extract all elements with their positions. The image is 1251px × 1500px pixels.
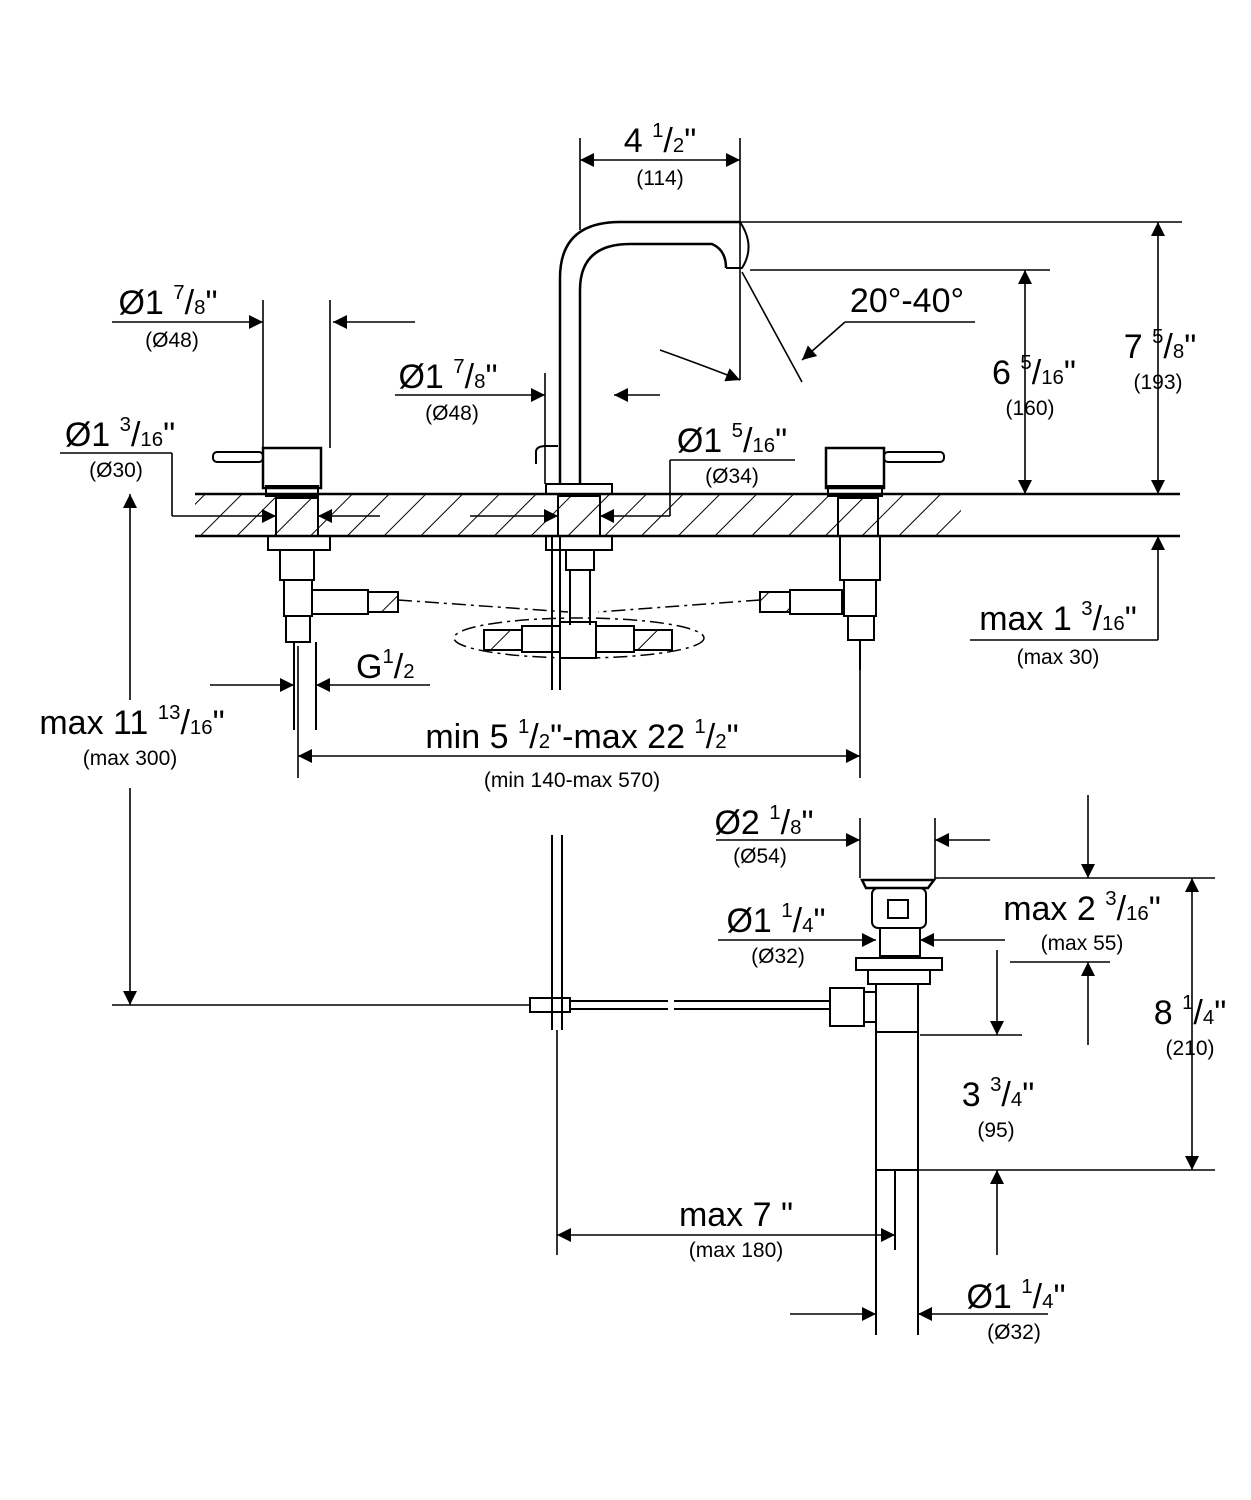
drain-total-mm: (210) bbox=[1165, 1037, 1215, 1060]
tailpiece-dia-label: Ø1 1/4" bbox=[966, 1275, 1066, 1316]
below-deck-label: max 11 13/16" bbox=[39, 701, 225, 742]
drain-flange-dia-mm: (Ø54) bbox=[733, 845, 787, 868]
spout-base-dia-mm: (Ø48) bbox=[425, 402, 479, 425]
handle-dia-label: Ø1 7/8" bbox=[118, 281, 218, 322]
spout bbox=[483, 220, 750, 690]
spout-base-dia-label: Ø1 7/8" bbox=[398, 355, 498, 396]
deck-thickness-mm: (max 30) bbox=[1016, 646, 1100, 669]
left-handle-valve bbox=[212, 446, 399, 730]
dimension-lines bbox=[60, 138, 1215, 1321]
spout-reach-mm: (114) bbox=[636, 167, 684, 190]
supply-hoses bbox=[397, 599, 761, 659]
valve-hole-dia-mm: (Ø30) bbox=[89, 459, 143, 482]
tailpiece-dia-mm: (Ø32) bbox=[987, 1321, 1041, 1344]
pop-up-drain bbox=[829, 878, 943, 1335]
right-handle-valve bbox=[759, 446, 945, 670]
angle-label: 20°-40° bbox=[849, 282, 965, 320]
total-height-mm: (193) bbox=[1133, 371, 1183, 394]
rod-reach-mm: (max 180) bbox=[688, 1239, 784, 1262]
total-height-label: 7 5/8" bbox=[1123, 325, 1197, 366]
drain-body-max-mm: (max 55) bbox=[1040, 932, 1124, 955]
spout-outlet-height-label: 6 5/16" bbox=[992, 351, 1076, 392]
rod-reach-label: max 7 " bbox=[678, 1196, 794, 1234]
handle-dia-mm: (Ø48) bbox=[145, 329, 199, 352]
lift-rod bbox=[529, 835, 830, 1030]
spout-hole-dia-mm: (Ø34) bbox=[705, 465, 759, 488]
spout-hole-dia-label: Ø1 5/16" bbox=[676, 419, 788, 460]
drain-hole-dia-mm: (Ø32) bbox=[751, 945, 805, 968]
spread-label: min 5 1/2"-max 22 1/2" bbox=[425, 715, 739, 756]
countertop-deck bbox=[195, 492, 1180, 538]
connection-thread-label: G1/2 bbox=[356, 645, 415, 686]
valve-hole-dia-label: Ø1 3/16" bbox=[64, 413, 176, 454]
drain-hole-dia-label: Ø1 1/4" bbox=[726, 899, 826, 940]
below-deck-mm: (max 300) bbox=[82, 747, 178, 770]
spout-outlet-height-mm: (160) bbox=[1005, 397, 1055, 420]
drain-body-max-label: max 2 3/16" bbox=[1003, 887, 1161, 928]
drain-tail-mm: (95) bbox=[977, 1119, 1015, 1142]
drain-tail-label: 3 3/4" bbox=[961, 1073, 1035, 1114]
drain-total-label: 8 1/4" bbox=[1153, 991, 1227, 1032]
drain-flange-dia-label: Ø2 1/8" bbox=[714, 801, 814, 842]
spread-mm: (min 140-max 570) bbox=[483, 769, 661, 792]
deck-thickness-label: max 1 3/16" bbox=[979, 597, 1137, 638]
spout-reach-label: 4 1/2" bbox=[623, 119, 697, 160]
